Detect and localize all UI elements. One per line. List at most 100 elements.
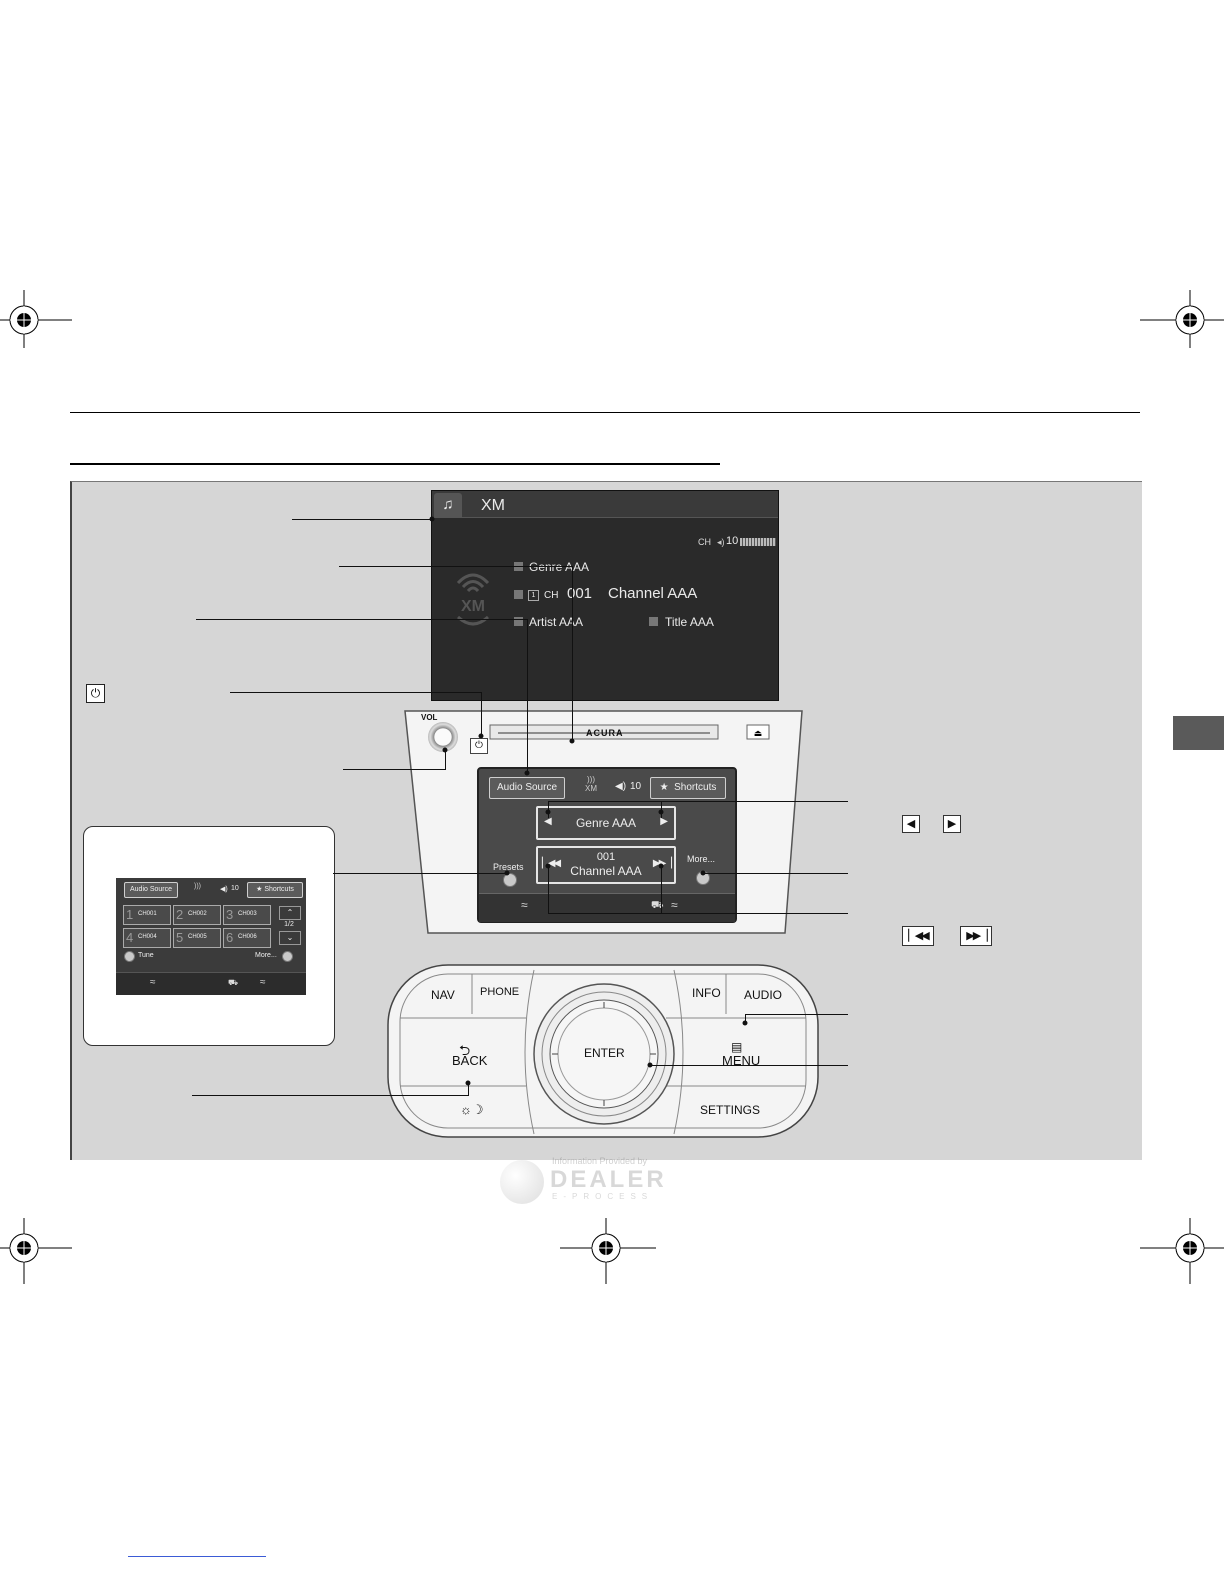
tune-label: Tune bbox=[138, 952, 154, 959]
callout-line bbox=[548, 913, 848, 914]
shortcuts-button[interactable]: ★ Shortcuts bbox=[247, 882, 303, 898]
callout-line bbox=[527, 619, 528, 773]
preset-number-icon: 1 bbox=[528, 590, 539, 601]
genre-text: Genre AAA bbox=[529, 560, 590, 574]
page-up-icon[interactable]: ⌃ bbox=[279, 906, 301, 920]
tune-button[interactable] bbox=[124, 951, 135, 962]
xm-logo-text: XM bbox=[461, 598, 485, 615]
preset-number: 1 bbox=[126, 907, 134, 922]
enter-button[interactable]: ENTER bbox=[584, 1046, 625, 1060]
skip-back-icon[interactable]: ▏◀◀ bbox=[542, 858, 561, 869]
callout-line bbox=[481, 692, 482, 736]
callout-line bbox=[650, 1065, 848, 1066]
more-label: More... bbox=[687, 854, 716, 864]
artist-icon bbox=[514, 617, 523, 626]
callout-line bbox=[333, 873, 507, 874]
channel-button[interactable]: ▏◀◀ 001 Channel AAA ▶▶▕ bbox=[536, 846, 676, 884]
watermark-line1: Information Provided by bbox=[552, 1156, 648, 1166]
section-rule bbox=[70, 463, 720, 465]
preset-icon bbox=[514, 590, 523, 599]
right-arrow-icon[interactable]: ▶ bbox=[660, 816, 668, 827]
car-icon[interactable]: ⛟ bbox=[228, 978, 239, 987]
audio-source-button[interactable]: Audio Source bbox=[489, 777, 565, 799]
menu-icon: ▤ bbox=[731, 1040, 743, 1054]
callout-line bbox=[230, 692, 481, 693]
xm-signal-icon: )))XM bbox=[585, 775, 597, 793]
page-indicator: 1/2 bbox=[284, 921, 294, 928]
climate-bar: ≈ ⛟ ≈ bbox=[479, 893, 735, 922]
speaker-icon: ◀) bbox=[615, 781, 627, 792]
info-button[interactable]: INFO bbox=[692, 986, 721, 1000]
xm-signal-icon: ))) bbox=[194, 883, 201, 890]
back-arrow-icon: ⮌ bbox=[459, 1042, 471, 1058]
preset-button[interactable]: 6 CH006 bbox=[223, 928, 271, 948]
nav-button[interactable]: NAV bbox=[431, 988, 455, 1002]
shortcuts-label: Shortcuts bbox=[674, 782, 717, 793]
footer-link[interactable] bbox=[128, 1556, 266, 1557]
car-icon[interactable]: ⛟ bbox=[651, 900, 664, 911]
page-down-icon[interactable]: ⌄ bbox=[279, 931, 301, 945]
skip-forward-icon: ▶▶▕ bbox=[960, 926, 992, 946]
callout-line bbox=[468, 1083, 469, 1096]
genre-button[interactable]: ◀ Genre AAA ▶ bbox=[536, 806, 676, 840]
audio-source-button[interactable]: Audio Source bbox=[124, 882, 178, 898]
volume-bar bbox=[740, 538, 776, 546]
preset-number: 5 bbox=[176, 930, 184, 945]
settings-button[interactable]: SETTINGS bbox=[700, 1103, 761, 1117]
callout-line bbox=[572, 566, 573, 740]
callout-line bbox=[548, 801, 848, 802]
preset-number: 6 bbox=[226, 930, 234, 945]
inset-volume-value: 10 bbox=[231, 885, 239, 892]
callout-line bbox=[445, 750, 446, 770]
volume-value: 10 bbox=[726, 535, 739, 547]
preset-button[interactable]: 1 CH001 bbox=[123, 905, 171, 925]
seat-heat-icon[interactable]: ≈ bbox=[150, 977, 156, 988]
callout-line bbox=[343, 769, 445, 770]
preset-label: CH006 bbox=[238, 934, 257, 940]
seat-heat-icon[interactable]: ≈ bbox=[521, 898, 528, 912]
watermark-line2: DEALER bbox=[550, 1166, 667, 1193]
more-button[interactable] bbox=[282, 951, 293, 962]
channel-name-label: Channel AAA bbox=[570, 864, 642, 878]
seat-heat-icon[interactable]: ≈ bbox=[260, 977, 266, 988]
preset-number: 4 bbox=[126, 930, 134, 945]
registration-mark-icon bbox=[560, 1218, 656, 1284]
audio-button[interactable]: AUDIO bbox=[744, 988, 783, 1002]
menu-button[interactable]: MENU bbox=[722, 1053, 761, 1068]
artist-text: Artist AAA bbox=[529, 615, 584, 629]
globe-icon bbox=[500, 1160, 544, 1204]
left-arrow-icon[interactable]: ◀ bbox=[544, 816, 552, 827]
phone-button[interactable]: PHONE bbox=[480, 986, 520, 998]
preset-label: CH001 bbox=[138, 911, 157, 917]
back-button[interactable]: BACK bbox=[452, 1053, 488, 1068]
callout-line bbox=[745, 1014, 848, 1015]
interface-dial-panel bbox=[387, 964, 819, 1138]
shortcuts-button[interactable]: ★ Shortcuts bbox=[650, 777, 726, 799]
callout-line bbox=[548, 866, 549, 913]
presets-button[interactable] bbox=[503, 873, 517, 887]
music-note-icon[interactable]: ♫ bbox=[434, 493, 462, 517]
inner-volume-value: 10 bbox=[630, 781, 642, 792]
callout-line bbox=[703, 873, 848, 874]
presets-label: Presets bbox=[493, 862, 524, 872]
channel-number: 001 bbox=[567, 585, 593, 602]
power-icon: ⏻ bbox=[86, 684, 105, 703]
seat-heat-icon[interactable]: ≈ bbox=[671, 898, 678, 912]
preset-number: 3 bbox=[226, 907, 234, 922]
callout-line bbox=[192, 1095, 468, 1096]
registration-mark-icon bbox=[0, 1218, 72, 1284]
channel-prefix: CH bbox=[544, 590, 559, 601]
preset-label: CH002 bbox=[188, 911, 207, 917]
xm-mini-text: XM bbox=[585, 784, 597, 793]
header-rule bbox=[70, 412, 1140, 413]
callout-line bbox=[745, 1014, 746, 1023]
power-icon[interactable]: ⏻ bbox=[470, 738, 488, 754]
vol-label: VOL bbox=[421, 713, 438, 722]
day-night-button[interactable]: ☼☽ bbox=[460, 1102, 484, 1117]
skip-back-icon: ▏◀◀ bbox=[902, 926, 934, 946]
